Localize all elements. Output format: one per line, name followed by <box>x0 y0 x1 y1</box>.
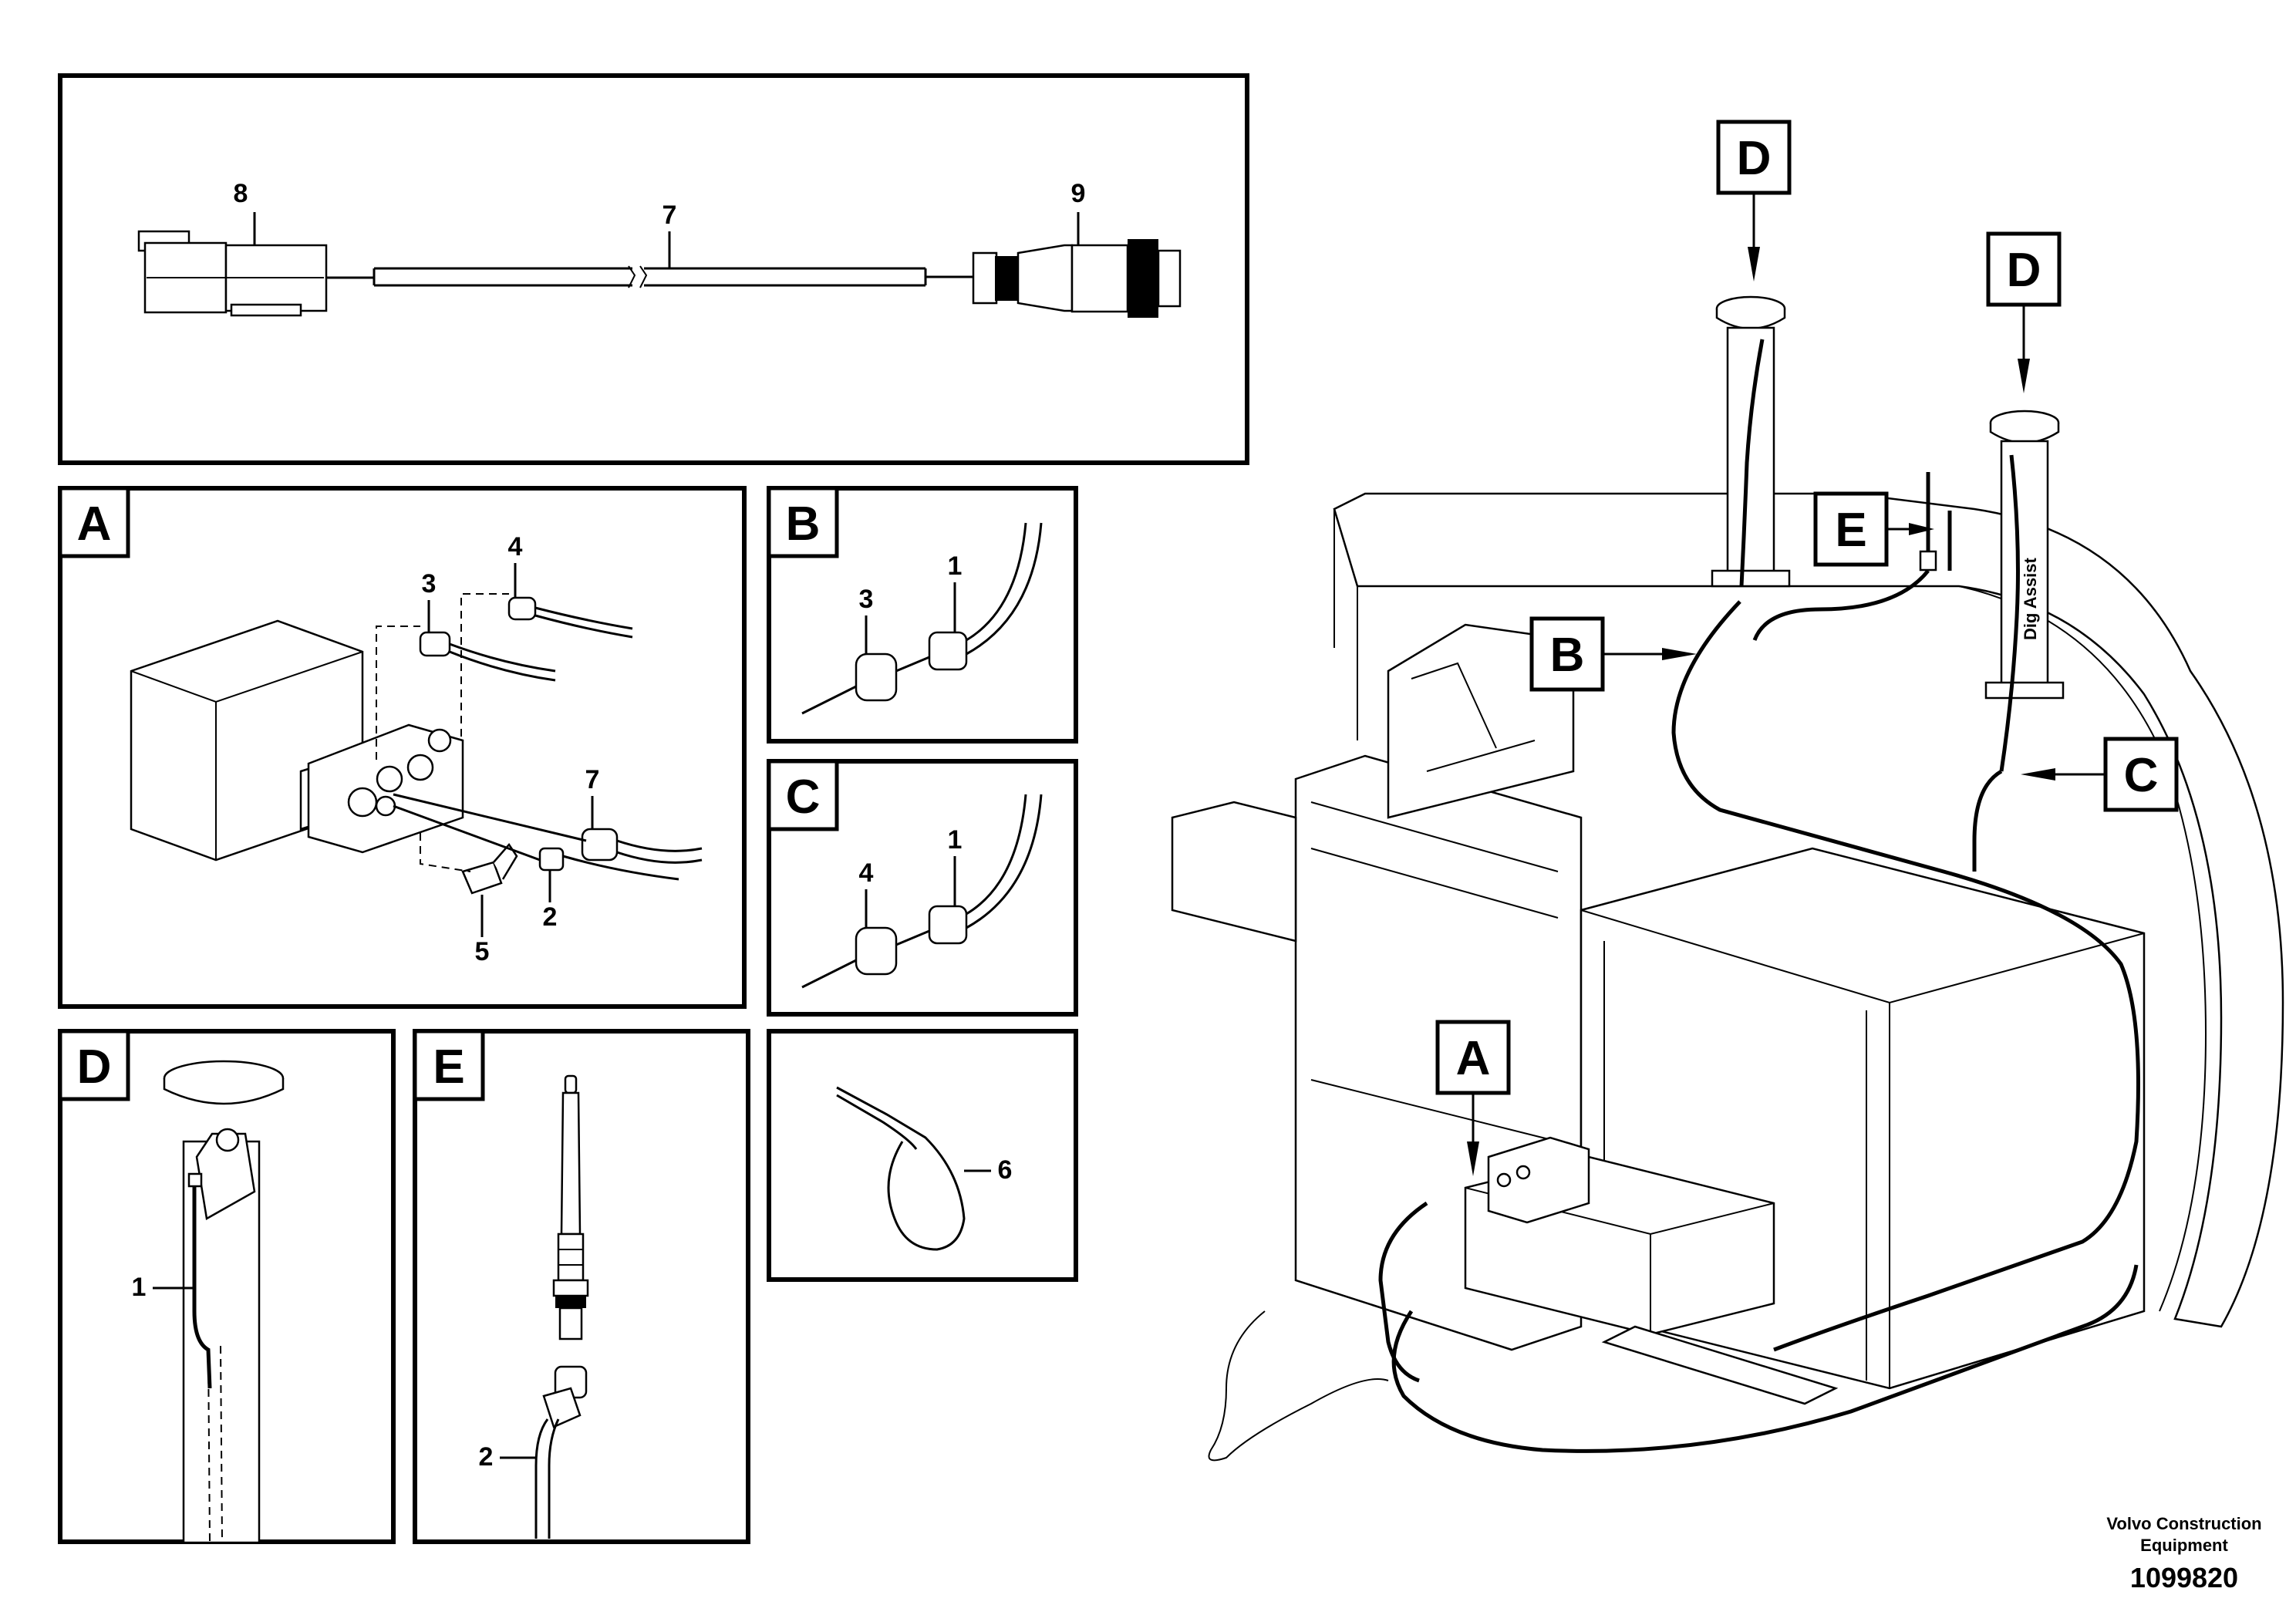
callout-b: B <box>1529 616 1697 692</box>
harness-pigtail <box>1208 1310 1389 1462</box>
label-8: 8 <box>234 179 248 208</box>
callout-a-tag: A <box>1456 1032 1491 1085</box>
panel-d: D 1 <box>58 1029 396 1544</box>
panel-d-tag: D <box>77 1040 112 1094</box>
callout-d-left: D <box>1716 120 1792 282</box>
callout-d-right-tag: D <box>2007 244 2041 297</box>
antenna-mast-right: Dig Assist <box>1984 410 2065 772</box>
label-4-c: 4 <box>859 858 874 888</box>
callout-d-left-tag: D <box>1737 132 1772 185</box>
panel-b: B 3 1 <box>767 486 1078 744</box>
callout-d-right: D <box>1986 231 2062 393</box>
panel-e: E 2 <box>413 1029 750 1544</box>
callout-e: E <box>1813 491 1934 567</box>
callout-a: A <box>1435 1020 1511 1176</box>
label-3: 3 <box>422 569 437 599</box>
panel-b-tag: B <box>786 497 821 551</box>
callout-b-tag: B <box>1550 629 1585 682</box>
label-6: 6 <box>998 1155 1013 1185</box>
label-1-b: 1 <box>948 551 963 581</box>
cable-7-drawing <box>373 265 973 288</box>
mast-text: Dig Assist <box>2021 558 2040 640</box>
gsm-antenna <box>1919 472 1952 572</box>
label-4: 4 <box>508 532 523 561</box>
panel-tie-strap: 6 <box>767 1029 1078 1282</box>
harness-lower <box>1391 1264 2139 1453</box>
antenna-mast-left <box>1711 295 1791 588</box>
callout-c: C <box>2021 737 2179 812</box>
connector-9-drawing <box>972 239 1182 318</box>
panel-c-tag: C <box>786 771 821 824</box>
panel-c: C 4 1 <box>767 759 1078 1017</box>
label-9: 9 <box>1071 179 1086 208</box>
callout-c-tag: C <box>2124 749 2159 802</box>
brand-line-1: Volvo Construction <box>2106 1514 2261 1533</box>
panel-cable-assembly: 8 7 9 <box>58 73 1249 465</box>
label-1-d: 1 <box>132 1273 147 1302</box>
brand-line-2: Equipment <box>2140 1536 2228 1555</box>
label-2: 2 <box>543 902 558 932</box>
panel-e-tag: E <box>433 1040 464 1094</box>
harness-to-e <box>1752 569 1930 641</box>
callout-e-tag: E <box>1835 504 1866 557</box>
label-7-a: 7 <box>585 765 600 794</box>
connector-8-drawing <box>137 230 374 317</box>
harness-main <box>1671 600 2140 1352</box>
harness-to-c <box>1972 769 2003 872</box>
footer: Volvo Construction Equipment 1099820 <box>2106 1514 2261 1593</box>
label-2-e: 2 <box>479 1442 494 1472</box>
drawing-number: 1099820 <box>2130 1562 2238 1593</box>
label-7: 7 <box>663 201 677 230</box>
controller-box-drawing <box>130 619 464 862</box>
harness-left <box>1378 1201 1428 1383</box>
controller-module <box>1487 1136 1590 1224</box>
panel-a-tag: A <box>77 497 112 551</box>
label-3-b: 3 <box>859 585 874 614</box>
panel-a: A <box>58 486 747 1009</box>
label-5: 5 <box>475 937 490 966</box>
label-1-c: 1 <box>948 825 963 855</box>
main-machine-view: Dig Assist D D <box>1171 120 2284 1462</box>
